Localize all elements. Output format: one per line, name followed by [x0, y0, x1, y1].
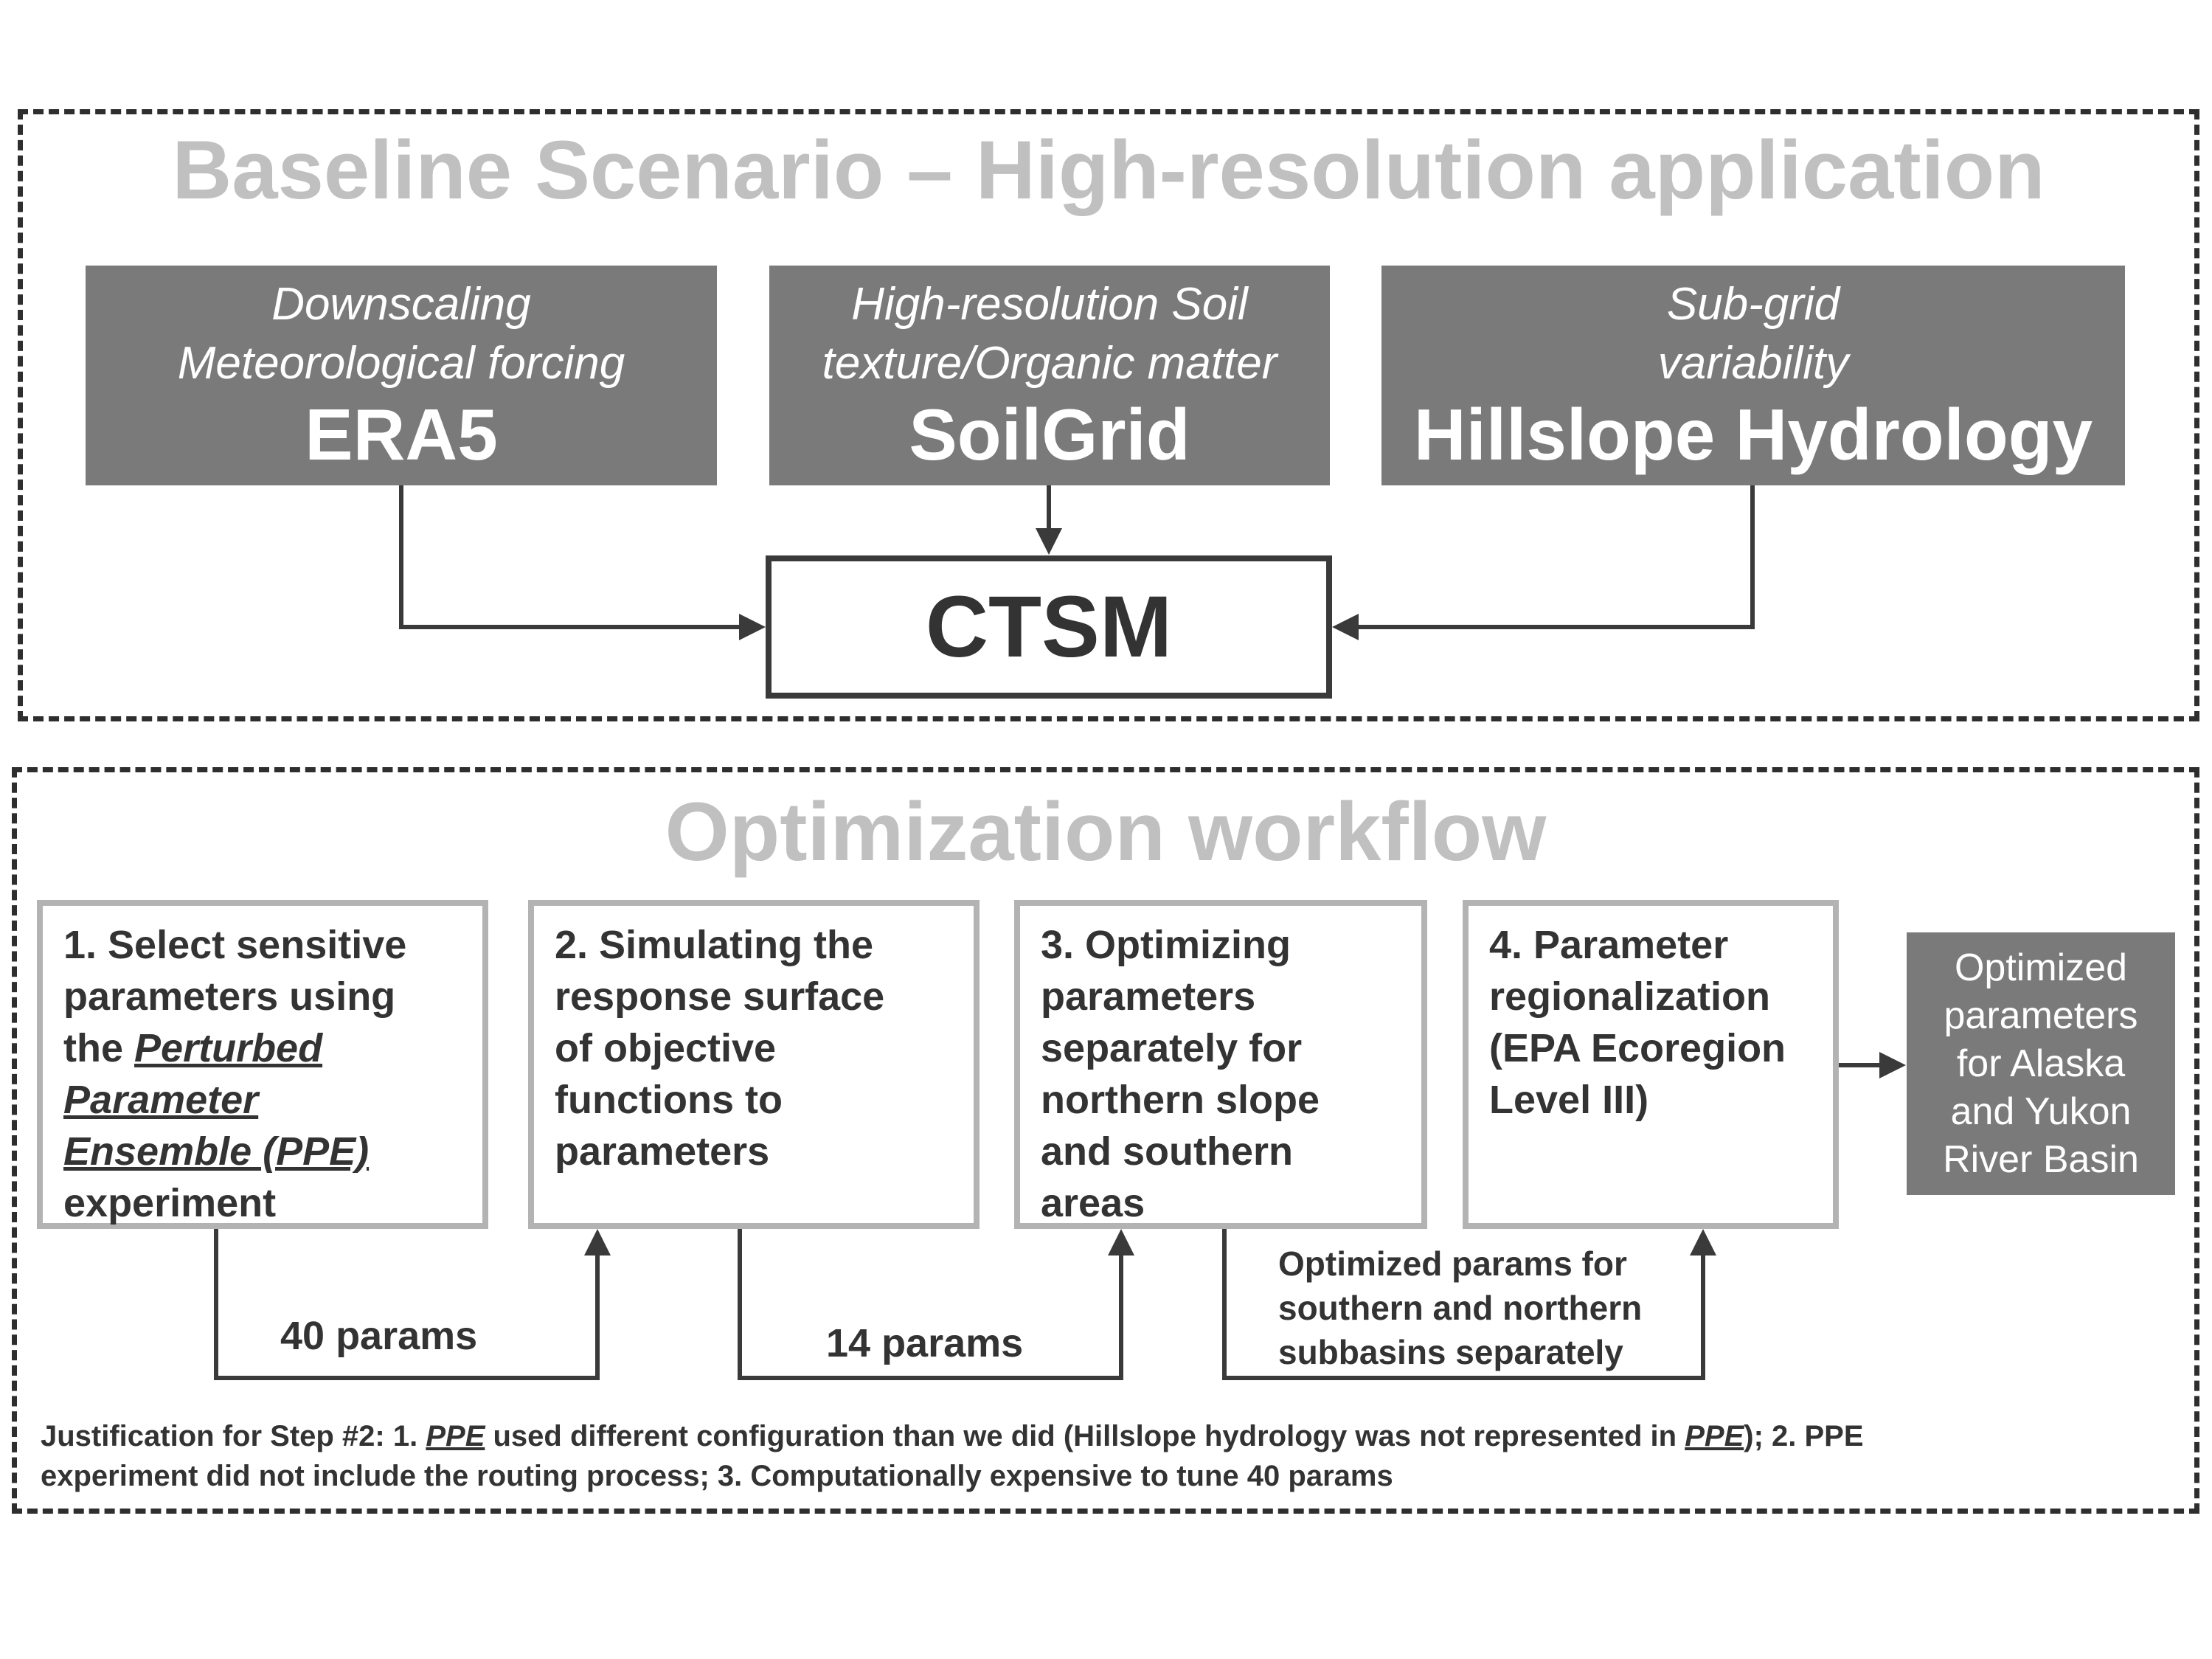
note-line1: Justification for Step #2: 1. PPE used d…	[41, 1416, 2180, 1456]
result-line: and Yukon	[1950, 1090, 2132, 1133]
label-subbasins-line: subbasins separately	[1278, 1333, 1623, 1371]
note-ppe-1: PPE	[426, 1420, 485, 1452]
label-subbasins-line: Optimized params for	[1278, 1244, 1627, 1283]
step2-box: 2. Simulating the response surface of ob…	[528, 900, 980, 1229]
step1-ppe-emphasis-2: Parameter	[63, 1078, 259, 1122]
arrow-era5-to-ctsm	[399, 485, 766, 640]
step2-line: of objective	[555, 1026, 777, 1070]
hillslope-subtitle-line1: Sub-grid	[1666, 279, 1840, 330]
soilgrid-subtitle-line1: High-resolution Soil	[851, 279, 1248, 330]
step4-box: 4. Parameter regionalization (EPA Ecoreg…	[1463, 900, 1839, 1229]
step1-line1: 1. Select sensitive	[63, 923, 407, 967]
arrow-step1-to-step2	[214, 1229, 611, 1380]
era5-subtitle-line2: Meteorological forcing	[177, 338, 625, 389]
arrow-step3-to-step4	[1222, 1229, 1716, 1380]
step1-line2: parameters using	[63, 974, 396, 1019]
step3-line: northern slope	[1041, 1078, 1320, 1122]
note-part2: used different configuration than we did…	[485, 1420, 1685, 1452]
step3-line: areas	[1041, 1181, 1145, 1225]
note-line2: experiment did not include the routing p…	[41, 1460, 1393, 1492]
note-part1: Justification for Step #2: 1.	[41, 1420, 426, 1452]
step3-line: 3. Optimizing	[1041, 923, 1292, 967]
step1-line3-prefix: the	[63, 1026, 135, 1070]
justification-note: Justification for Step #2: 1. PPE used d…	[41, 1416, 2180, 1496]
step2-line: response surface	[555, 974, 885, 1019]
note-part3: ); 2. PPE	[1744, 1420, 1864, 1452]
step4-line: (EPA Ecoregion	[1489, 1026, 1786, 1070]
result-line: for Alaska	[1956, 1042, 2126, 1085]
step4-line: 4. Parameter	[1489, 923, 1729, 967]
step3-line: parameters	[1041, 974, 1256, 1019]
optimized-parameters-box: Optimized parameters for Alaska and Yuko…	[1907, 932, 2175, 1195]
step4-line: Level III)	[1489, 1078, 1649, 1122]
result-line: River Basin	[1943, 1137, 2139, 1181]
label-14-params: 14 params	[826, 1321, 1024, 1365]
soilgrid-box: High-resolution Soil texture/Organic mat…	[769, 266, 1330, 485]
step3-line: separately for	[1041, 1026, 1303, 1070]
soilgrid-subtitle-line2: texture/Organic matter	[822, 338, 1277, 389]
note-ppe-2: PPE	[1685, 1420, 1744, 1452]
step2-line: parameters	[555, 1129, 770, 1174]
era5-name: ERA5	[305, 394, 498, 475]
baseline-title: Baseline Scenario – High-resolution appl…	[172, 124, 2045, 216]
soilgrid-name: SoilGrid	[909, 394, 1190, 475]
step1-box: 1. Select sensitive parameters using the…	[37, 900, 488, 1229]
baseline-panel	[18, 109, 2199, 721]
step2-line: 2. Simulating the	[555, 923, 874, 967]
label-40-params: 40 params	[280, 1314, 478, 1358]
hillslope-name: Hillslope Hydrology	[1413, 394, 2093, 475]
step1-line3: the Perturbed	[63, 1022, 462, 1074]
step3-line: and southern	[1041, 1129, 1294, 1174]
label-subbasins-line: southern and northern	[1278, 1289, 1643, 1327]
optimization-title: Optimization workflow	[665, 786, 1547, 878]
step4-line: regionalization	[1489, 974, 1771, 1019]
hillslope-box: Sub-grid variability Hillslope Hydrology	[1381, 266, 2125, 485]
ctsm-box: CTSM	[766, 555, 1332, 699]
step1-line6: experiment	[63, 1181, 277, 1225]
arrow-hillslope-to-ctsm	[1332, 485, 1755, 640]
hillslope-subtitle-line2: variability	[1657, 338, 1849, 389]
step1-ppe-emphasis-1: Perturbed	[134, 1026, 323, 1070]
era5-subtitle-line1: Downscaling	[271, 279, 531, 330]
ctsm-label: CTSM	[925, 578, 1173, 676]
arrow-step2-to-step3	[738, 1229, 1134, 1380]
result-line: parameters	[1944, 994, 2138, 1037]
era5-box: Downscaling Meteorological forcing ERA5	[86, 266, 717, 485]
step2-line: functions to	[555, 1078, 783, 1122]
optimization-panel	[12, 767, 2199, 1514]
step3-box: 3. Optimizing parameters separately for …	[1014, 900, 1427, 1229]
label-optimized-params-subbasins: Optimized params for southern and northe…	[1278, 1241, 1642, 1374]
step1-ppe-emphasis-3: Ensemble (PPE)	[63, 1129, 370, 1174]
result-line: Optimized	[1954, 946, 2128, 989]
